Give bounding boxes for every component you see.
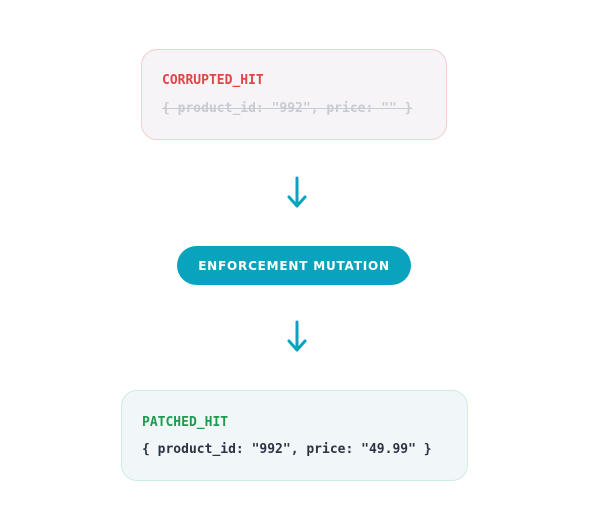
- corrupted-hit-title: CORRUPTED_HIT: [162, 73, 264, 88]
- arrow-down-icon: [285, 176, 309, 210]
- patched-hit-title: PATCHED_HIT: [142, 415, 229, 430]
- enforcement-mutation-step: ENFORCEMENT MUTATION: [177, 246, 411, 285]
- arrow-down-icon: [285, 320, 309, 354]
- patched-hit-payload: { product_id: "992", price: "49.99" }: [142, 442, 432, 457]
- corrupted-hit-card: CORRUPTED_HIT { product_id: "992", price…: [141, 49, 447, 140]
- corrupted-hit-payload: { product_id: "992", price: "" }: [162, 101, 413, 116]
- patched-hit-card: PATCHED_HIT { product_id: "992", price: …: [121, 390, 468, 481]
